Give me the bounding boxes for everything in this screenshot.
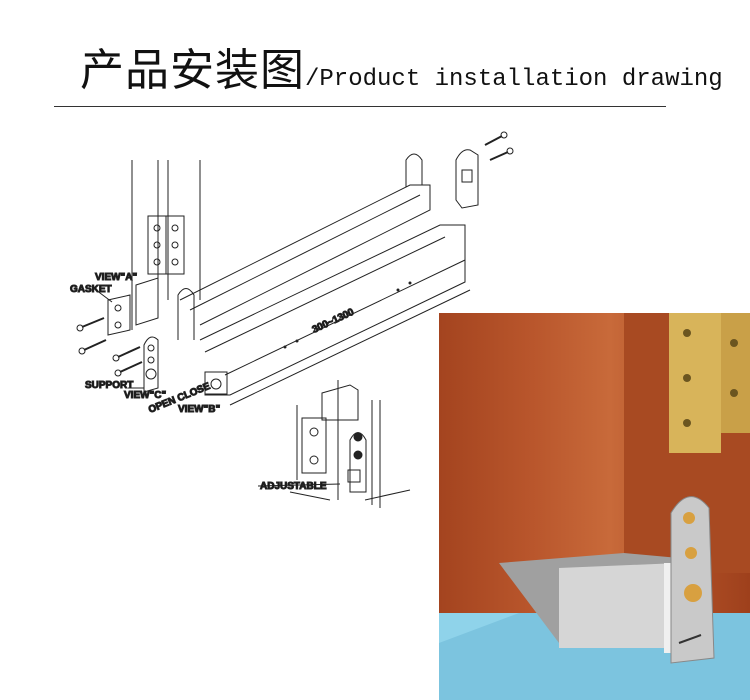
- door-seal: [499, 553, 679, 653]
- door-frame: [131, 160, 201, 330]
- label-length: 300~1300: [311, 307, 357, 336]
- seal-profile: [179, 153, 471, 406]
- arrow-icon: [678, 634, 702, 644]
- title-divider: [54, 106, 666, 107]
- label-view-b: VIEW"B": [178, 404, 221, 415]
- page-title: 产品安装图/Product installation drawing: [80, 34, 723, 98]
- product-photo: [439, 313, 750, 700]
- title-separator: /: [305, 66, 320, 93]
- end-cap-detail: [455, 149, 479, 209]
- label-view-a: VIEW"A": [95, 272, 138, 283]
- screw-icons: [76, 131, 514, 377]
- label-view-c: VIEW"C": [124, 390, 167, 401]
- title-english: Product installation drawing: [319, 66, 723, 93]
- support-bracket: [670, 496, 715, 664]
- label-support: SUPPORT: [85, 380, 133, 391]
- label-gasket: GASKET: [70, 284, 112, 295]
- adjustable-detail: [289, 380, 411, 508]
- hinge-icon: [669, 313, 750, 453]
- support-bracket: [143, 336, 159, 393]
- view-a-recess: [135, 277, 159, 326]
- leader-lines: [95, 289, 341, 487]
- label-adjustable: ADJUSTABLE: [260, 481, 327, 492]
- end-cap: [177, 288, 195, 340]
- installation-drawing: VIEW"A" GASKET SUPPORT VIEW"C" OPEN CLOS…: [70, 131, 514, 508]
- hinge-icon: [147, 215, 185, 275]
- title-chinese: 产品安装图: [80, 45, 305, 96]
- gasket-plate: [107, 294, 131, 336]
